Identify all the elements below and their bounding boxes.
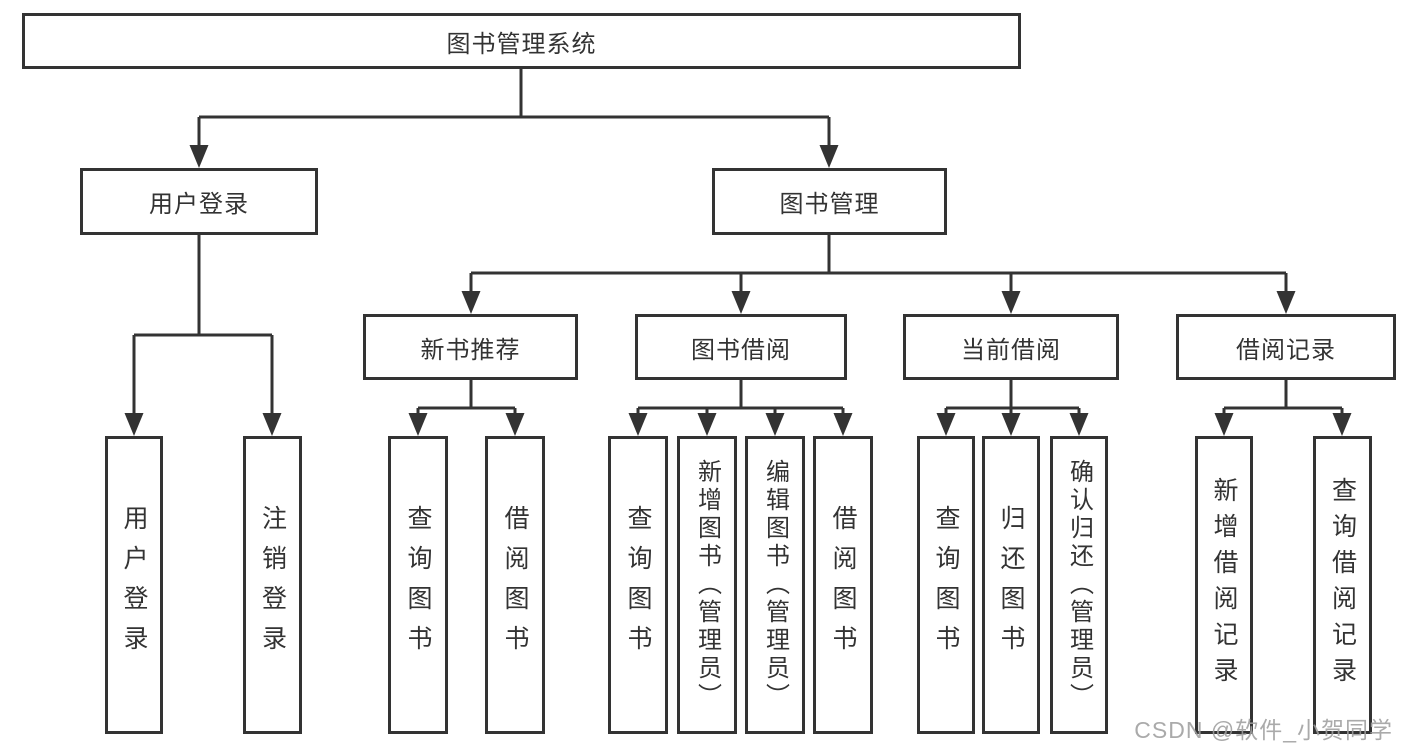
node-user-login: 用户登录 (80, 168, 318, 235)
node-current-borrow-label: 当前借阅 (961, 336, 1061, 364)
node-book-management: 图书管理 (712, 168, 947, 235)
node-logout-label: 注销登录 (258, 505, 287, 665)
node-return-books-label: 归还图书 (997, 505, 1025, 665)
node-root-system: 图书管理系统 (22, 13, 1021, 69)
node-add-books-admin-label: 新增图书（管理员） (693, 459, 721, 711)
node-edit-books-admin: 编辑图书（管理员） (745, 436, 805, 734)
node-borrow-records: 借阅记录 (1176, 314, 1396, 380)
node-query-borrow-record: 查询借阅记录 (1313, 436, 1372, 734)
node-confirm-return-admin-label: 确认归还（管理员） (1065, 459, 1093, 711)
node-query-books-1-label: 查询图书 (404, 505, 432, 665)
node-confirm-return-admin: 确认归还（管理员） (1050, 436, 1108, 734)
node-user-login-leaf: 用户登录 (105, 436, 163, 734)
node-add-borrow-record-label: 新增借阅记录 (1210, 477, 1238, 693)
node-query-books-3: 查询图书 (917, 436, 975, 734)
node-root-label: 图书管理系统 (446, 30, 597, 58)
node-add-borrow-record: 新增借阅记录 (1195, 436, 1253, 734)
node-book-management-label: 图书管理 (779, 191, 880, 218)
node-book-borrow: 图书借阅 (635, 314, 847, 380)
node-query-books-2: 查询图书 (608, 436, 668, 734)
node-current-borrow: 当前借阅 (903, 314, 1119, 380)
node-borrow-books-1-label: 借阅图书 (501, 505, 529, 665)
node-edit-books-admin-label: 编辑图书（管理员） (761, 459, 789, 711)
node-user-login-label: 用户登录 (149, 191, 249, 218)
node-borrow-books-2: 借阅图书 (813, 436, 873, 734)
node-query-borrow-record-label: 查询借阅记录 (1328, 477, 1357, 693)
connector-lines (132, 69, 1344, 424)
node-new-book-recommend: 新书推荐 (363, 314, 578, 380)
node-query-books-1: 查询图书 (388, 436, 448, 734)
node-borrow-books-1: 借阅图书 (485, 436, 545, 734)
node-book-borrow-label: 图书借阅 (691, 336, 791, 364)
node-add-books-admin: 新增图书（管理员） (677, 436, 737, 734)
node-logout: 注销登录 (243, 436, 302, 734)
node-query-books-3-label: 查询图书 (932, 505, 960, 665)
node-new-book-recommend-label: 新书推荐 (420, 336, 521, 364)
node-borrow-records-label: 借阅记录 (1236, 336, 1336, 364)
node-query-books-2-label: 查询图书 (624, 505, 652, 665)
csdn-watermark: CSDN @软件_小贺同学 (1134, 717, 1393, 743)
node-borrow-books-2-label: 借阅图书 (829, 505, 857, 665)
node-user-login-leaf-label: 用户登录 (120, 505, 148, 665)
node-return-books: 归还图书 (982, 436, 1040, 734)
